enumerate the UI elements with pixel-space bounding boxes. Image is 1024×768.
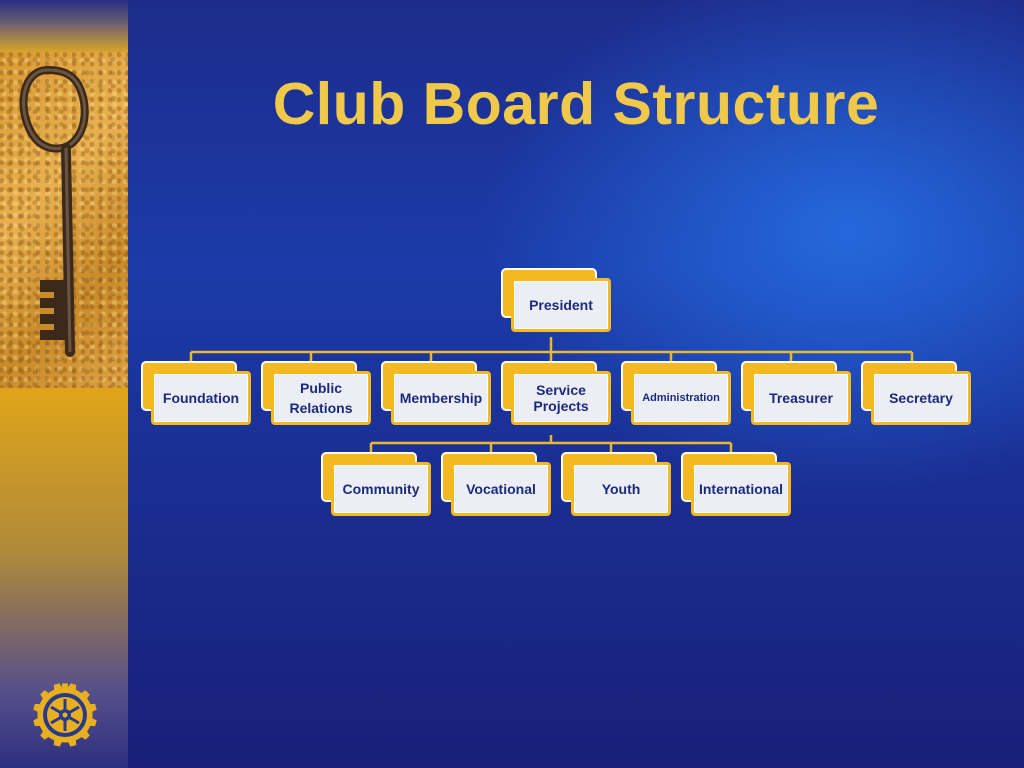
node-foundation: Foundation (141, 361, 251, 425)
node-label: Treasurer (751, 371, 851, 425)
page-title: Club Board Structure (272, 71, 880, 137)
node-label: Administration (631, 371, 731, 425)
node-label: Vocational (451, 462, 551, 516)
node-administration: Administration (621, 361, 731, 425)
key-photo (0, 52, 128, 388)
node-treasurer: Treasurer (741, 361, 851, 425)
rotary-wheel-icon (33, 682, 97, 747)
node-president: President (501, 268, 611, 332)
node-public-relations: Public Relations (261, 361, 371, 425)
node-label: Secretary (871, 371, 971, 425)
node-label: President (511, 278, 611, 332)
node-youth: Youth (561, 452, 671, 516)
node-vocational: Vocational (441, 452, 551, 516)
node-label: Youth (571, 462, 671, 516)
node-service-projects: Service Projects (501, 361, 611, 425)
node-label: Foundation (151, 371, 251, 425)
node-membership: Membership (381, 361, 491, 425)
node-community: Community (321, 452, 431, 516)
node-label: Community (331, 462, 431, 516)
node-label: Public Relations (271, 371, 371, 425)
node-label: Service Projects (511, 371, 611, 425)
node-label: International (691, 462, 791, 516)
node-international: International (681, 452, 791, 516)
node-secretary: Secretary (861, 361, 971, 425)
sidebar-top-band (0, 0, 128, 52)
key-icon (19, 65, 89, 357)
node-label: Membership (391, 371, 491, 425)
